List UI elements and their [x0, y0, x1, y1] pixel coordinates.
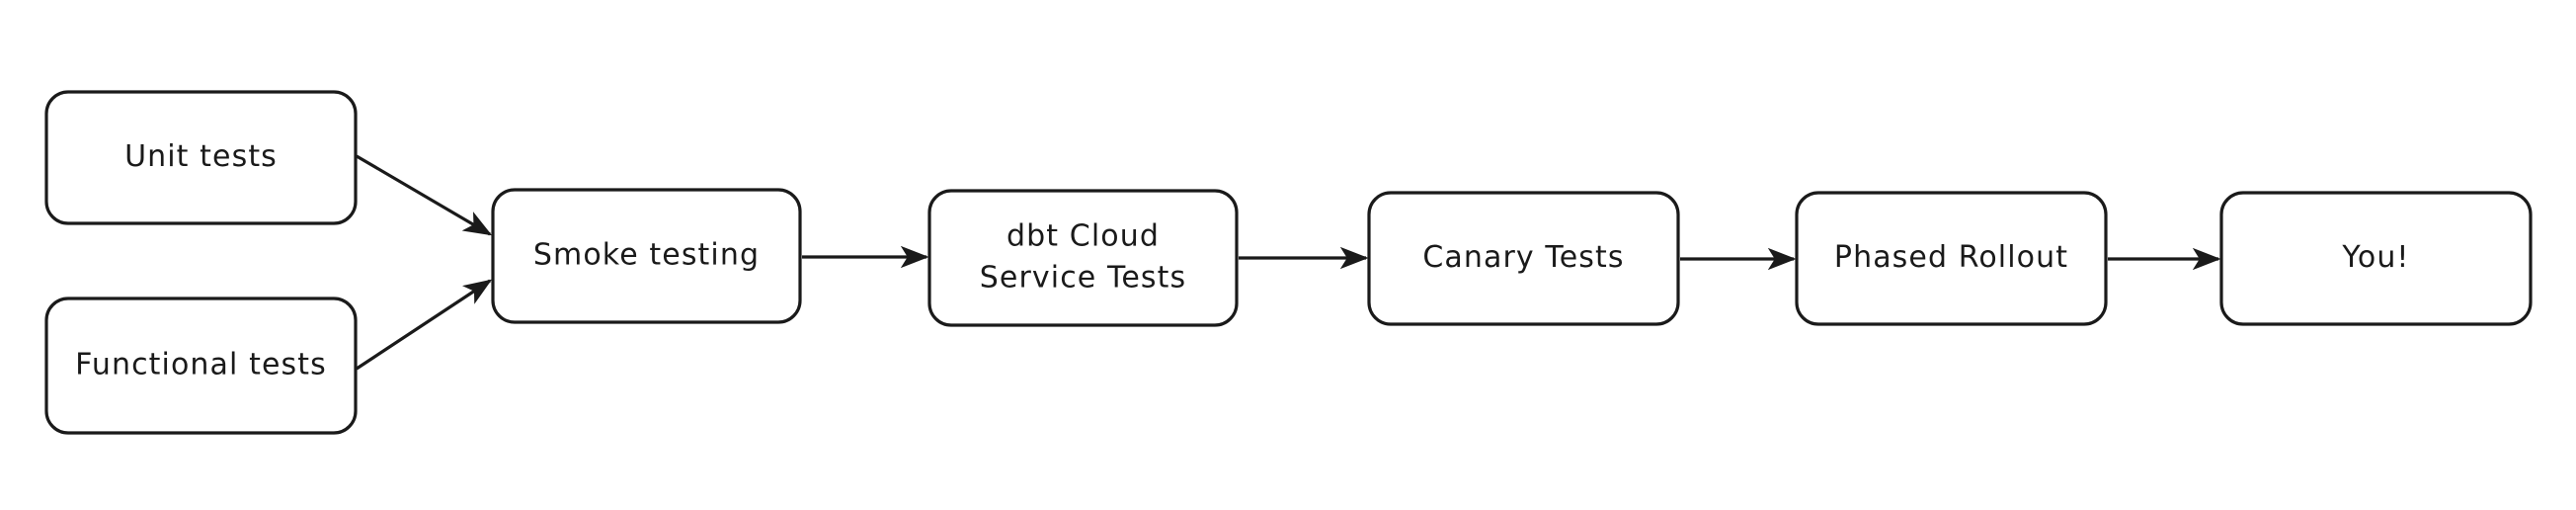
node-box-canary-tests[interactable]	[1367, 191, 1680, 326]
node-box-phased-rollout[interactable]	[1795, 191, 2108, 326]
node-label-canary-tests: Canary Tests	[1422, 240, 1624, 275]
node-box-functional-tests[interactable]	[44, 297, 358, 435]
node-unit-tests[interactable]: Unit tests	[44, 90, 358, 225]
node-label-smoke-testing: Smoke testing	[533, 238, 760, 273]
node-functional-tests[interactable]: Functional tests	[44, 297, 358, 435]
node-label-you: You!	[2341, 240, 2409, 275]
node-smoke-testing[interactable]: Smoke testing	[491, 188, 802, 324]
node-label-unit-tests: Unit tests	[124, 139, 278, 174]
edges-group	[356, 154, 2221, 371]
node-label-dbt-cloud-service-tests-line1: dbt Cloud	[1006, 219, 1160, 254]
node-canary-tests[interactable]: Canary Tests	[1367, 191, 1680, 326]
node-box-smoke-testing[interactable]	[491, 188, 802, 324]
node-label-phased-rollout: Phased Rollout	[1834, 240, 2068, 275]
node-box-dbt-cloud-service-tests[interactable]	[927, 189, 1239, 327]
node-box-unit-tests[interactable]	[44, 90, 358, 225]
node-label-functional-tests: Functional tests	[75, 348, 327, 382]
node-you[interactable]: You!	[2219, 191, 2533, 326]
edge-unit-to-smoke	[356, 154, 493, 236]
edge-functional-to-smoke	[356, 279, 493, 371]
node-phased-rollout[interactable]: Phased Rollout	[1795, 191, 2108, 326]
node-box-you[interactable]	[2219, 191, 2533, 326]
node-label-dbt-cloud-service-tests-line2: Service Tests	[980, 261, 1186, 296]
